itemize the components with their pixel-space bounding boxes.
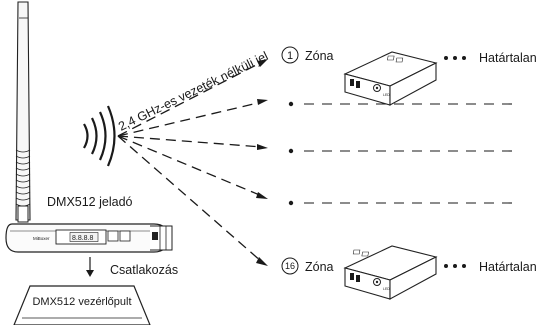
zone-16-ellipsis	[444, 264, 466, 268]
zone-1-unlimited-label: Határtalan	[479, 51, 537, 65]
zone-1-row: 1 Zóna LED Határtalan	[281, 46, 537, 106]
zone-1-receiver-device: LED	[343, 51, 438, 106]
dmx512-transmitter-device: MiBoxer 8.8.8.8	[5, 223, 173, 253]
wireless-waves-icon	[83, 105, 116, 167]
zone-16-receiver-device: LED	[343, 245, 438, 300]
zone-16-number-badge	[281, 257, 299, 275]
antenna	[15, 1, 31, 223]
zone-16-unlimited-label: Határtalan	[479, 260, 537, 274]
wireless-signal-label: 2,4 GHz-es vezeték nélküli jel	[116, 49, 270, 134]
transmitter-brand: MiBoxer	[33, 236, 50, 241]
connection-arrow-icon	[86, 257, 94, 277]
console-label: DMX512 vezérlőpult	[32, 296, 131, 308]
zone-1-label: Zóna	[305, 49, 334, 63]
transmitter-label: DMX512 jeladó	[47, 195, 133, 209]
zone-16-receiver-led-label: LED	[383, 287, 390, 291]
zone-1-receiver-led-label: LED	[383, 93, 390, 97]
zone-16-row: 16 Zóna LED Határtalan	[281, 245, 537, 300]
signal-rays	[117, 61, 263, 263]
transmitter-display: 8.8.8.8	[72, 235, 94, 242]
connection-label: Csatlakozás	[110, 263, 178, 277]
zone-16-number: 16	[285, 261, 295, 271]
zone-1-number: 1	[287, 50, 293, 62]
zone-placeholder-rows	[288, 101, 520, 206]
zone-1-ellipsis	[444, 56, 466, 60]
signal-arrowheads	[256, 59, 268, 266]
zone-1-number-badge	[281, 46, 299, 64]
zone-16-label: Zóna	[305, 260, 334, 274]
